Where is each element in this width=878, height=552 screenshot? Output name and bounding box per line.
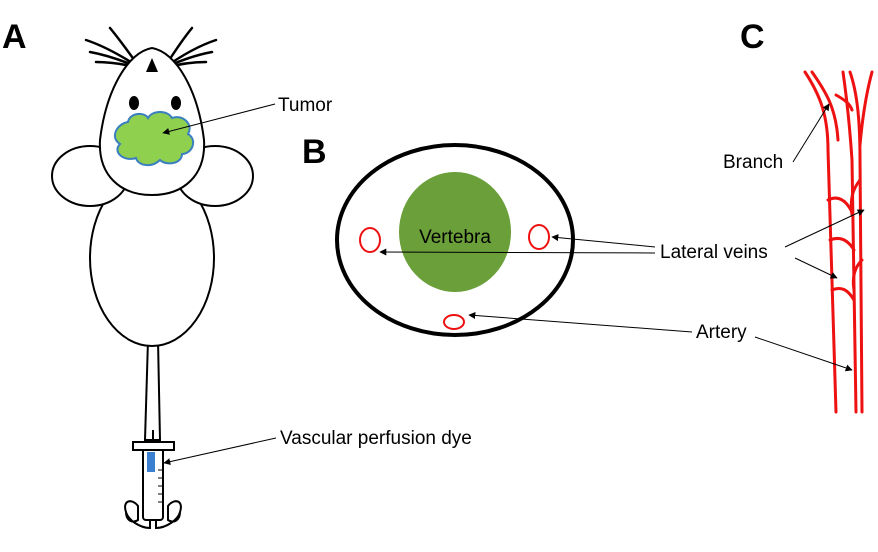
- panel-b: B Vertebra: [302, 133, 575, 337]
- branch-leader: [792, 103, 830, 163]
- panel-a-letter: A: [2, 18, 27, 56]
- right-eye-icon: [171, 96, 181, 110]
- mouse-illustration: [51, 26, 254, 530]
- tumor-label: Tumor: [278, 95, 333, 116]
- vertebra-shape: [399, 172, 511, 292]
- left-lateral-vein: [359, 227, 381, 253]
- lateral-veins-leader-vessel-top: [784, 209, 865, 248]
- lateral-veins-leader-right: [551, 234, 656, 248]
- syringe-icon: [124, 430, 182, 530]
- artery-vessel: [443, 314, 465, 330]
- panel-c-letter: C: [740, 18, 765, 56]
- artery-leader-vessel: [754, 336, 853, 372]
- panel-c: C Branch: [723, 18, 874, 414]
- dye-fill: [147, 452, 155, 472]
- right-lateral-vein: [528, 224, 550, 250]
- tail-vessels: [803, 70, 874, 414]
- tumor-leader: [162, 103, 276, 135]
- branch-label: Branch: [723, 152, 783, 173]
- artery-callout: Artery: [468, 311, 853, 372]
- lateral-veins-leader-left: [379, 248, 656, 256]
- mouse-tail: [143, 339, 162, 441]
- lateral-veins-callout: Lateral veins: [379, 209, 865, 279]
- dye-label: Vascular perfusion dye: [280, 428, 472, 449]
- syringe-scale: [158, 469, 162, 503]
- nose-icon: [146, 58, 158, 72]
- dye-leader: [163, 437, 277, 466]
- left-eye-icon: [129, 96, 139, 110]
- artery-leader-section: [468, 311, 693, 333]
- tumor-blob: [113, 111, 195, 166]
- vertebra-label: Vertebra: [419, 227, 491, 248]
- lateral-veins-label: Lateral veins: [660, 242, 768, 263]
- artery-label: Artery: [696, 322, 747, 343]
- panel-b-letter: B: [302, 133, 327, 171]
- panel-a: A: [2, 18, 472, 530]
- lateral-veins-leader-vessel-bottom: [794, 257, 838, 279]
